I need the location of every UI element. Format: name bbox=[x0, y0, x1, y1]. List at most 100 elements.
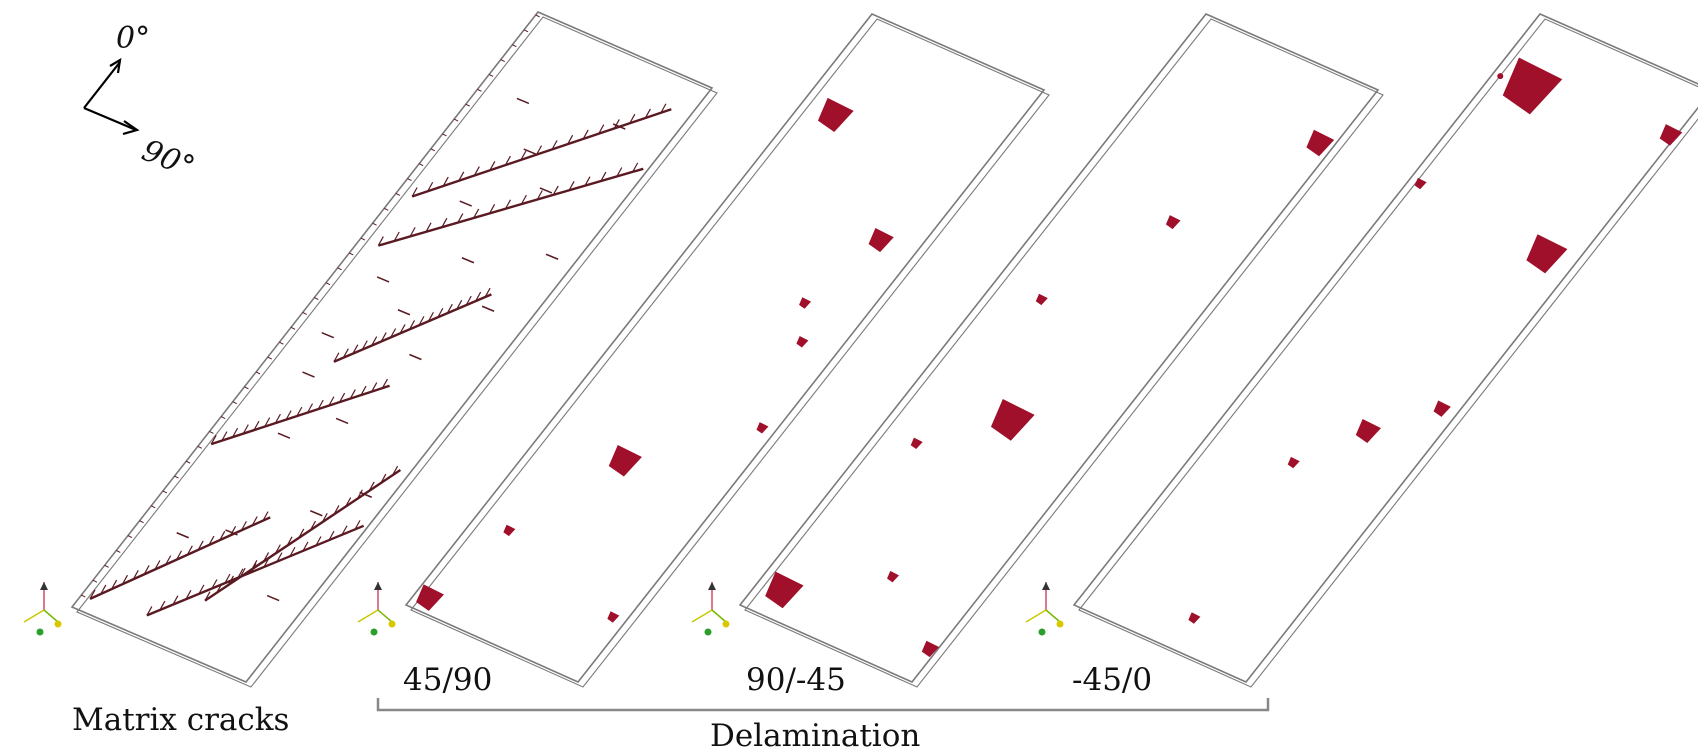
edge-tick bbox=[488, 74, 494, 77]
crack-tick bbox=[296, 406, 303, 417]
crack-tick bbox=[551, 140, 558, 150]
crack-tick bbox=[239, 567, 246, 578]
crack-tick bbox=[276, 552, 283, 562]
crack-dash bbox=[176, 532, 189, 539]
edge-tick bbox=[383, 207, 389, 211]
axis-triad-icon bbox=[1025, 582, 1064, 636]
crack-tick bbox=[89, 589, 96, 600]
crack-tick bbox=[425, 222, 432, 233]
crack-tick bbox=[644, 108, 651, 119]
crack-dash bbox=[302, 371, 315, 378]
crack-tick bbox=[489, 204, 496, 214]
crack-tick bbox=[582, 129, 589, 140]
crack-tick bbox=[121, 574, 128, 585]
delamination-blob bbox=[990, 399, 1035, 441]
crack-tick bbox=[616, 167, 623, 177]
crack-tick bbox=[253, 420, 260, 431]
crack-tick bbox=[352, 344, 359, 354]
crack-tick bbox=[210, 434, 217, 445]
crack-tick bbox=[504, 199, 512, 210]
crack-tick bbox=[159, 600, 166, 611]
plate-outline bbox=[1072, 13, 1698, 683]
triad-axis-x bbox=[1025, 609, 1047, 623]
crack-dash bbox=[481, 305, 495, 312]
crack-tick bbox=[143, 565, 150, 575]
edge-tick bbox=[209, 431, 214, 434]
edge-tick bbox=[290, 326, 296, 330]
crack-tick bbox=[568, 181, 575, 191]
delamination-blob bbox=[1502, 57, 1563, 115]
crack-tick bbox=[354, 520, 361, 530]
triad-arrowhead bbox=[708, 582, 716, 590]
edge-tick bbox=[453, 118, 459, 122]
crack-tick bbox=[208, 535, 215, 546]
delamination-blob bbox=[1497, 73, 1504, 80]
crack-tick bbox=[302, 541, 309, 552]
crack-tick bbox=[489, 161, 496, 171]
axis-triad-group bbox=[23, 582, 1064, 636]
crack-tick bbox=[298, 528, 305, 539]
edge-tick bbox=[244, 386, 249, 390]
crack-band bbox=[146, 524, 365, 617]
crack-tick bbox=[475, 291, 482, 302]
plate-outline bbox=[404, 13, 1046, 683]
crack-tick bbox=[368, 481, 375, 492]
edge-tick bbox=[174, 475, 179, 479]
crack-tick bbox=[632, 162, 639, 173]
crack-tick bbox=[465, 295, 472, 306]
crack-tick bbox=[380, 332, 387, 342]
crack-tick bbox=[211, 579, 218, 589]
delamination-blob bbox=[1188, 612, 1201, 624]
triad-arrowhead bbox=[40, 582, 48, 590]
crack-tick bbox=[306, 403, 314, 413]
crack-tick bbox=[393, 231, 400, 242]
crack-dash bbox=[277, 432, 291, 439]
plate-thickness-edge bbox=[410, 18, 1050, 688]
crack-tick bbox=[274, 544, 281, 554]
crack-tick bbox=[567, 134, 574, 145]
crack-tick bbox=[484, 287, 491, 298]
crack-tick bbox=[309, 520, 317, 531]
crack-tick bbox=[185, 589, 192, 600]
zero-degree-arrow bbox=[83, 61, 121, 109]
edge-tick bbox=[337, 267, 342, 271]
crack-tick bbox=[132, 569, 139, 580]
triad-dot bbox=[388, 620, 396, 628]
edge-tick bbox=[372, 222, 377, 226]
edge-tick bbox=[197, 445, 203, 449]
plate-thickness-edge bbox=[76, 16, 718, 688]
triad-axis-y bbox=[1045, 609, 1061, 623]
crack-dash bbox=[516, 97, 530, 105]
crack-tick bbox=[333, 505, 340, 515]
crack-dash bbox=[321, 331, 335, 339]
delamination-label: Delamination bbox=[710, 718, 920, 752]
delamination-blob bbox=[756, 422, 769, 434]
crack-tick bbox=[552, 185, 559, 196]
edge-tick bbox=[302, 312, 307, 315]
delamination-blob bbox=[1433, 400, 1451, 417]
panel-d3 bbox=[1072, 13, 1698, 688]
edge-tick bbox=[81, 594, 86, 598]
triad-axis-x bbox=[357, 609, 379, 623]
plate-outline bbox=[70, 11, 714, 683]
ninety-degree-arrow bbox=[83, 106, 137, 132]
triad-dot bbox=[370, 628, 378, 636]
crack-tick bbox=[371, 382, 378, 392]
crack-tick bbox=[232, 427, 239, 438]
plate-outline bbox=[738, 13, 1380, 683]
triad-dot bbox=[704, 628, 712, 636]
ninety-degree-label: 90° bbox=[137, 133, 199, 185]
crack-tick bbox=[175, 550, 183, 561]
triad-axis-x bbox=[23, 609, 45, 623]
crack-tick bbox=[409, 227, 416, 237]
crack-dash bbox=[225, 529, 238, 536]
crack-band bbox=[411, 108, 672, 198]
panel-group bbox=[70, 11, 1698, 688]
orientation-indicator: 0° 90° bbox=[83, 21, 199, 185]
edge-tick bbox=[127, 535, 133, 539]
crack-tick bbox=[520, 150, 527, 161]
edge-tick bbox=[185, 460, 191, 464]
triad-axis-y bbox=[43, 609, 59, 623]
crack-dash bbox=[359, 491, 372, 498]
crack-tick bbox=[230, 525, 237, 536]
